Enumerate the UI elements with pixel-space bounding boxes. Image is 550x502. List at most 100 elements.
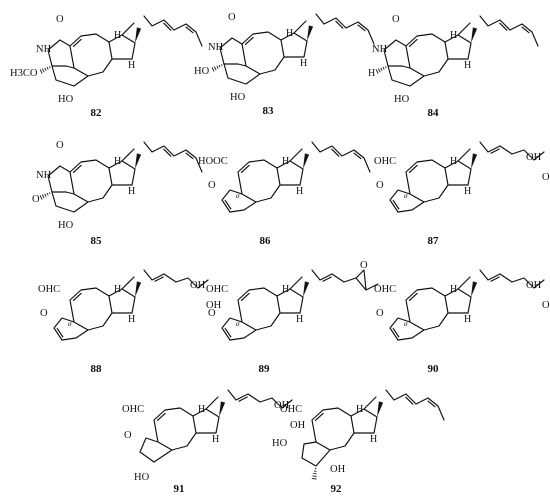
eight-ring <box>241 31 285 75</box>
cyclopentane-ring <box>301 441 331 467</box>
hashed-bond <box>213 66 217 71</box>
methoxy-o: O <box>32 194 40 205</box>
double-bond <box>408 38 418 47</box>
compound-label-87: 87 <box>428 235 440 247</box>
chain-root <box>457 276 471 290</box>
wedge-bond <box>135 281 142 297</box>
cyclopentane-ring <box>444 288 472 314</box>
hashed-bond <box>380 67 383 71</box>
stereo-h: H <box>128 314 135 325</box>
double-bond <box>521 26 530 34</box>
ho-label: HO <box>58 220 74 231</box>
wedge-bond <box>471 281 478 297</box>
eight-ring <box>405 159 449 203</box>
hashed-bond <box>41 68 45 73</box>
epoxide-ring <box>355 269 367 291</box>
hashed-bond <box>377 68 381 73</box>
compound-label-91: 91 <box>174 483 185 495</box>
cyclopentane-ring <box>108 34 136 60</box>
ho-label: HO <box>194 66 210 77</box>
cyclopentane-ring <box>276 288 304 314</box>
chain-root <box>363 396 377 410</box>
cyclopentane-ring <box>276 160 304 186</box>
aldehyde-label: OHC <box>280 404 302 415</box>
double-bond <box>427 400 436 408</box>
eight-ring <box>69 33 113 77</box>
prenyl-chain <box>311 141 371 173</box>
double-bond <box>72 164 82 173</box>
hashed-bond <box>311 477 317 480</box>
epoxide-o: O <box>360 260 368 271</box>
hashed-bond <box>39 195 43 200</box>
stereo-h: H <box>128 186 135 197</box>
prenyl-chain <box>385 389 445 421</box>
aldehyde-label: OHC <box>374 284 396 295</box>
double-bond <box>405 396 414 405</box>
cyclopentenone-ring <box>389 189 425 213</box>
alpha-marker: α <box>404 192 408 200</box>
double-bond <box>490 276 500 282</box>
pentane-ring <box>51 191 89 213</box>
chain-root <box>457 148 471 162</box>
compound-label-89: 89 <box>259 363 271 375</box>
cyclopentenone-ring <box>221 189 257 213</box>
methoxy-label: H3CO <box>10 68 38 79</box>
compound-label-layer: 82 83 84 85 86 87 88 89 90 91 92 <box>91 105 440 495</box>
stereo-h: H <box>286 28 293 39</box>
aldehyde-label: OHC <box>206 284 228 295</box>
stereo-h: H <box>296 314 303 325</box>
compound-label-84: 84 <box>428 107 440 119</box>
double-bond <box>154 276 164 282</box>
double-bond <box>408 164 418 173</box>
wedge-bond <box>471 153 478 169</box>
stereo-h: H <box>356 404 363 415</box>
oh-label: OH <box>542 300 550 311</box>
stereo-h: H <box>450 30 457 41</box>
lactam-ring <box>383 39 411 69</box>
hashed-bond <box>41 194 45 199</box>
prenyl-chain <box>143 15 203 47</box>
alpha-marker: α <box>236 320 240 328</box>
ho-label: HO <box>230 92 246 103</box>
pentane-ring <box>387 65 425 87</box>
compound-label-83: 83 <box>263 105 275 117</box>
double-bond <box>163 22 172 31</box>
cyclopentane-ring <box>444 34 472 60</box>
ho-label: HO <box>394 94 410 105</box>
double-bond <box>353 152 362 160</box>
diol-chain <box>143 269 209 289</box>
cyclopentane-ring <box>444 160 472 186</box>
double-bond <box>392 199 400 210</box>
compound-label-85: 85 <box>91 235 103 247</box>
double-bond <box>490 148 500 154</box>
oh-label: OH <box>190 280 206 291</box>
hashed-bond <box>44 67 47 71</box>
wedge-bond <box>471 27 478 43</box>
compound-label-86: 86 <box>260 235 272 247</box>
hashed-bond <box>312 475 317 477</box>
cyclopentane-ring <box>280 32 308 58</box>
lactam-ring <box>219 37 247 67</box>
eight-ring <box>69 287 113 331</box>
stereo-h: H <box>114 156 121 167</box>
ho-label: HO <box>58 94 74 105</box>
hashed-bond <box>216 65 219 69</box>
hashed-bond <box>211 67 215 72</box>
eight-ring <box>69 159 113 203</box>
carbonyl-o: O <box>56 14 64 25</box>
alpha-marker: α <box>68 320 72 328</box>
carbonyl-o: O <box>56 140 64 151</box>
double-bond <box>224 199 232 210</box>
molecule-layer: HHONHHOH3COHHONHHOHOHHONHHOHHHONHHOOHHHO… <box>10 12 550 483</box>
compound-label-90: 90 <box>428 363 440 375</box>
prenyl-chain <box>143 141 203 173</box>
nh-label: NH <box>36 170 52 181</box>
oh-label: OH <box>330 464 346 475</box>
cyclopentane-ring <box>108 160 136 186</box>
double-bond <box>499 22 508 31</box>
